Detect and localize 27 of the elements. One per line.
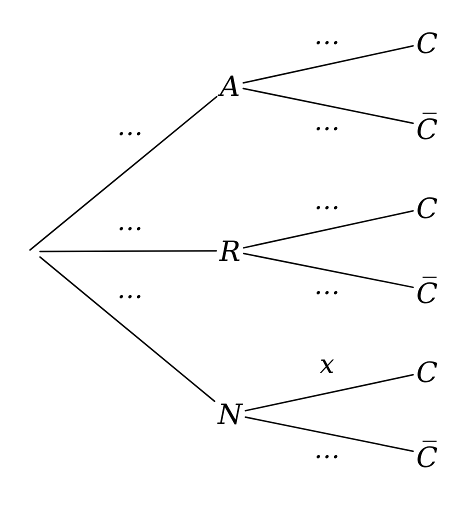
event-label: R (219, 240, 240, 261)
event-label: A (218, 76, 239, 96)
branch-line (242, 45, 414, 84)
branch-line (244, 416, 414, 452)
edge-label: x (318, 358, 336, 374)
edge-label: … (313, 454, 341, 460)
edge-label: … (313, 40, 341, 46)
branch-line (29, 96, 218, 251)
event-label: C (418, 197, 438, 218)
event-label: C̅ (418, 276, 438, 304)
edge-label: … (116, 130, 144, 136)
branch-line (39, 250, 217, 252)
event-label: C (418, 361, 438, 382)
branch-line (242, 88, 414, 124)
branch-line (39, 256, 216, 402)
edge-label: … (116, 294, 144, 300)
edge-label: … (313, 126, 341, 132)
edge-label: … (313, 204, 341, 210)
event-label: C̅ (418, 112, 438, 140)
edge-label: … (313, 290, 341, 296)
branch-line (243, 210, 414, 249)
branch-line (244, 374, 414, 412)
event-label: C̅ (418, 440, 438, 468)
event-label: N (217, 404, 244, 424)
edge-label: … (116, 226, 144, 232)
event-label: C (418, 32, 438, 54)
branch-line (243, 252, 414, 288)
